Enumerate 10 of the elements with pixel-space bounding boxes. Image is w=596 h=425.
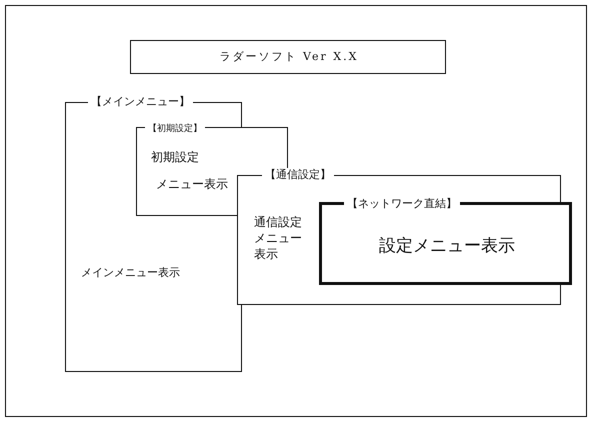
window-text: 設定メニュー表示 <box>378 235 516 258</box>
window-heading: 【通信設定】 <box>262 168 334 182</box>
title-text: ラダーソフト Ver X.X <box>218 50 360 64</box>
window-text: 通信設定メニュー表示 <box>254 214 303 263</box>
window-heading: 【メインメニュー】 <box>88 95 193 110</box>
title-box <box>130 40 446 74</box>
window-text: 初期設定 <box>151 150 199 166</box>
window-heading: 【ネットワーク直結】 <box>344 197 460 212</box>
window-text: メニュー表示 <box>156 177 228 193</box>
window-text: メインメニュー表示 <box>81 266 180 280</box>
